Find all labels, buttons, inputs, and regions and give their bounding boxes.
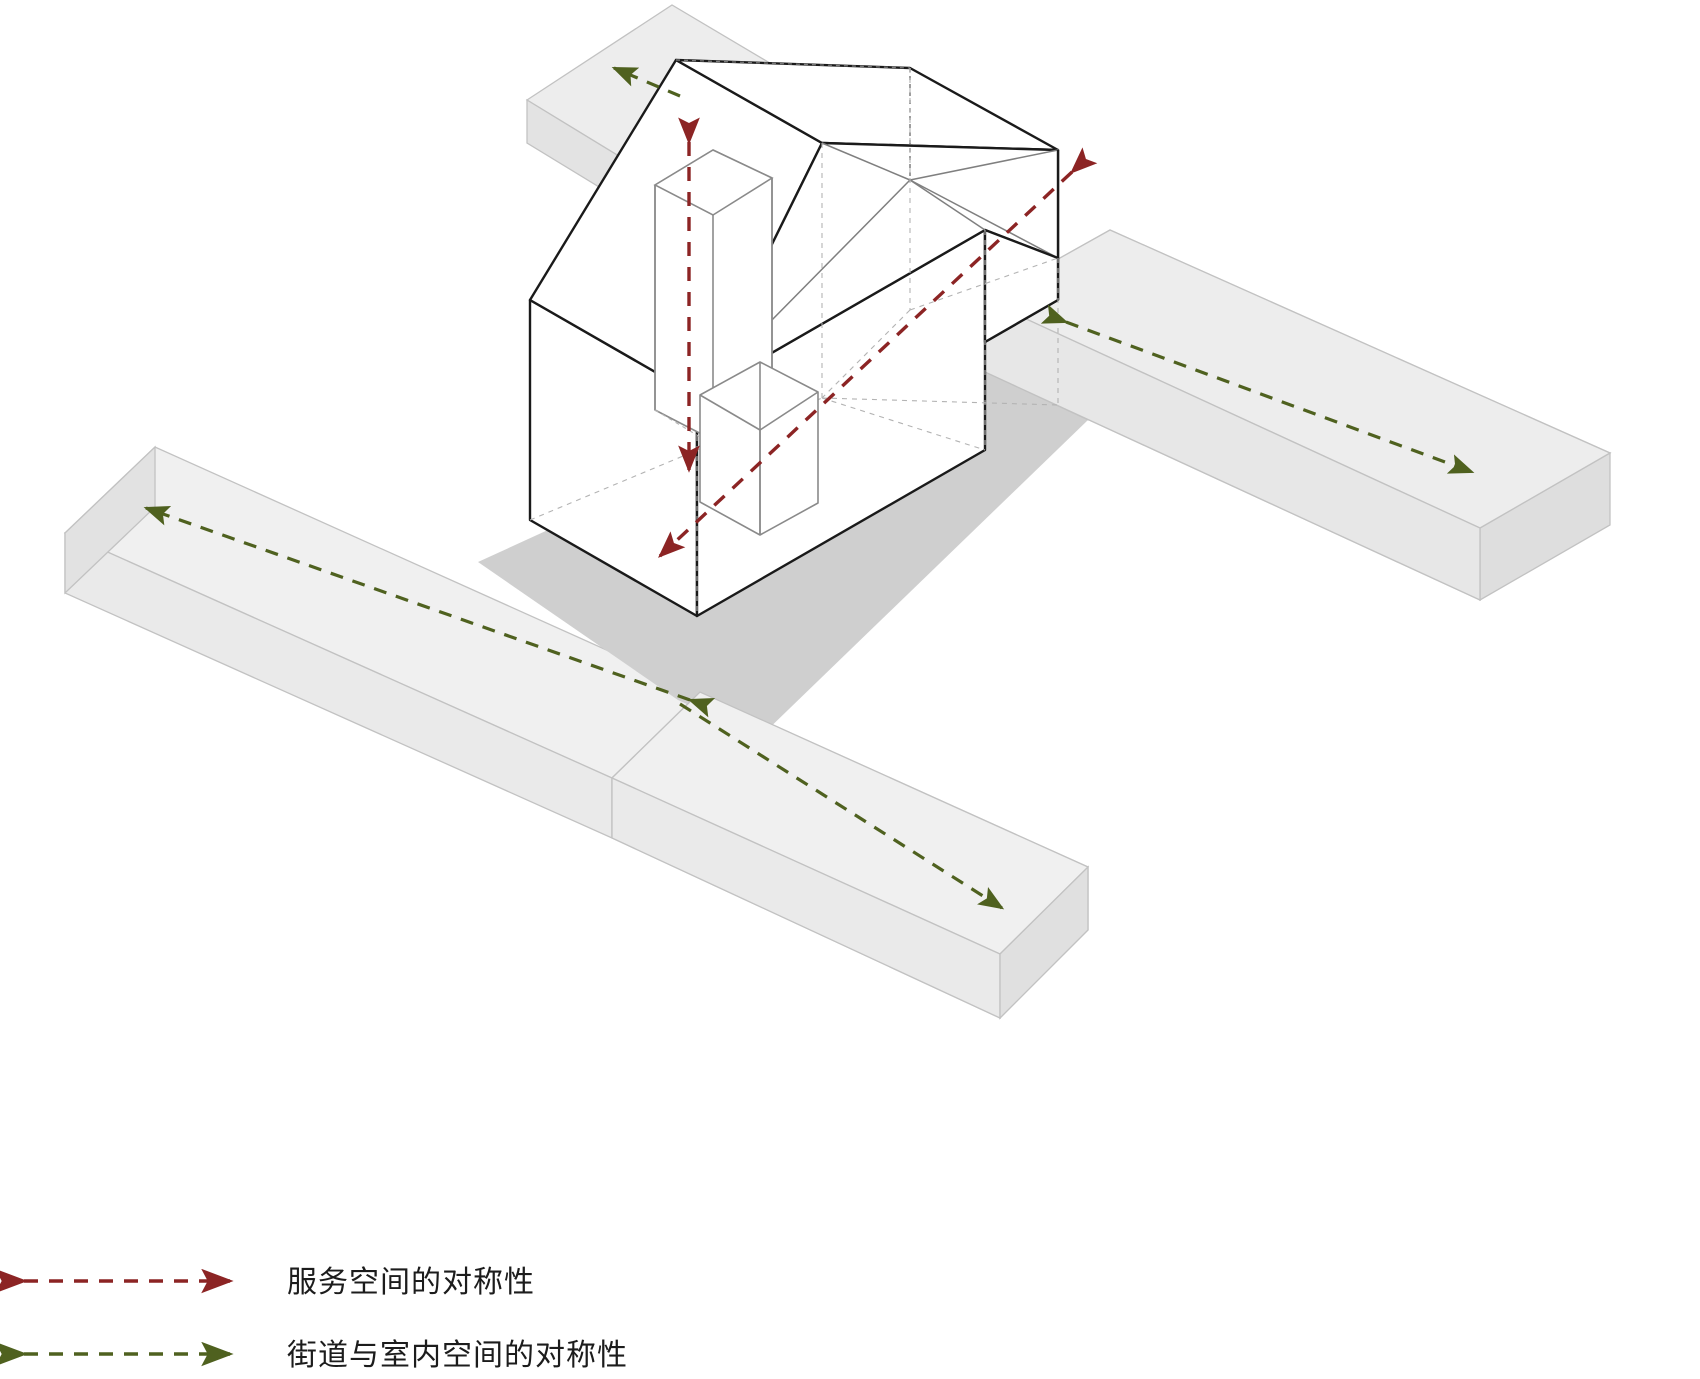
legend-label-service-space: 服务空间的对称性 (287, 1265, 535, 1300)
street-axis-northeast (1040, 304, 1475, 474)
red-symmetry-axes (658, 117, 1098, 558)
inner-line-roof-back (675, 59, 911, 69)
street-axis-upper-stub (611, 66, 681, 98)
legend-row-service-space[interactable]: 服务空间的对称性 (0, 1265, 535, 1300)
legend: 服务空间的对称性 街道与室内空间的对称性 (0, 1265, 628, 1373)
legend-row-street-interior[interactable]: 街道与室内空间的对称性 (0, 1338, 628, 1373)
diagonal-service-axis (658, 147, 1098, 558)
street-axis-northwest (143, 506, 716, 718)
legend-label-street-interior: 街道与室内空间的对称性 (287, 1338, 628, 1373)
slab-end-face-overlay (999, 865, 1089, 1020)
street-slab-lower-overlay (610, 691, 1090, 1020)
street-axis-southeast (679, 702, 1005, 910)
green-symmetry-axes (143, 66, 1475, 910)
core-lower-stub (699, 361, 819, 536)
